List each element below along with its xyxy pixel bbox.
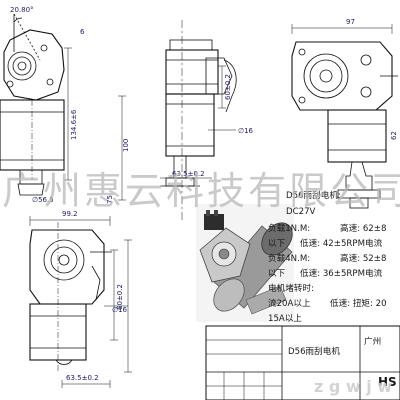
- title-block-code: HS: [378, 375, 397, 389]
- spec-row3-label: 负载4N.M:: [268, 252, 310, 264]
- view-top-top-right: [291, 24, 398, 209]
- spec-row7-label: 15A以上: [268, 313, 302, 324]
- title-block-company: 广州: [364, 335, 381, 347]
- spec-block: D56雨刮电机: DC27V 负载1N.M: 高速: 62±8 以下 低速: 4…: [268, 189, 387, 324]
- dim-75: 75: [106, 195, 114, 204]
- dim-16-top: ∅16: [238, 127, 254, 135]
- view-side-top-middle: [118, 20, 237, 220]
- spec-row1-label: 负载1N.M:: [268, 222, 310, 234]
- motor-photo: [196, 204, 294, 322]
- dim-63-bottom: 63.5±0.2: [66, 374, 99, 382]
- dim-134: 134.6±6: [70, 109, 78, 140]
- spec-row6-val: 低速: 扭矩: 20: [330, 297, 387, 309]
- dim-62: 62: [390, 131, 398, 140]
- dim-63-top: 63.5±0.2: [172, 170, 205, 178]
- dim-100: 100: [122, 139, 130, 152]
- dim-16-bottom: ∅16: [112, 306, 128, 314]
- spec-row4-label: 以下: [268, 269, 286, 279]
- spec-row5-label: 电机堵转时:: [268, 282, 314, 294]
- view-bottom-left: [29, 216, 132, 388]
- spec-title: D56雨刮电机:: [286, 189, 341, 201]
- dim-angle: 20.80°: [10, 6, 34, 14]
- dim-60-bottom: 60±0.2: [116, 284, 124, 310]
- spec-voltage: DC27V: [286, 207, 316, 217]
- title-block: [205, 325, 400, 400]
- dim-6: 6: [80, 28, 85, 36]
- watermark-site: z g w j w: [314, 377, 392, 396]
- watermark-company: 广州惠云科技有限公司: [2, 169, 400, 213]
- spec-row2-val: 低速: 42±5RPM电流: [300, 237, 383, 249]
- spec-row1-val: 高速: 62±8: [340, 222, 386, 234]
- view-front-top-left: [0, 13, 72, 196]
- spec-row3-val: 高速: 52±8: [340, 252, 386, 264]
- spec-row2-label: 以下: [268, 239, 286, 249]
- dim-shaft-diameter: ∅56.5: [32, 196, 54, 204]
- title-block-name: D56雨刮电机: [288, 345, 340, 357]
- dim-97: 97: [346, 18, 355, 26]
- spec-row4-val: 低速: 36±5RPM电流: [300, 267, 383, 279]
- dim-60-top: 60±0.2: [224, 74, 232, 100]
- spec-row6-label: 流20A以上: [268, 297, 311, 309]
- dim-99: 99.2: [62, 210, 78, 218]
